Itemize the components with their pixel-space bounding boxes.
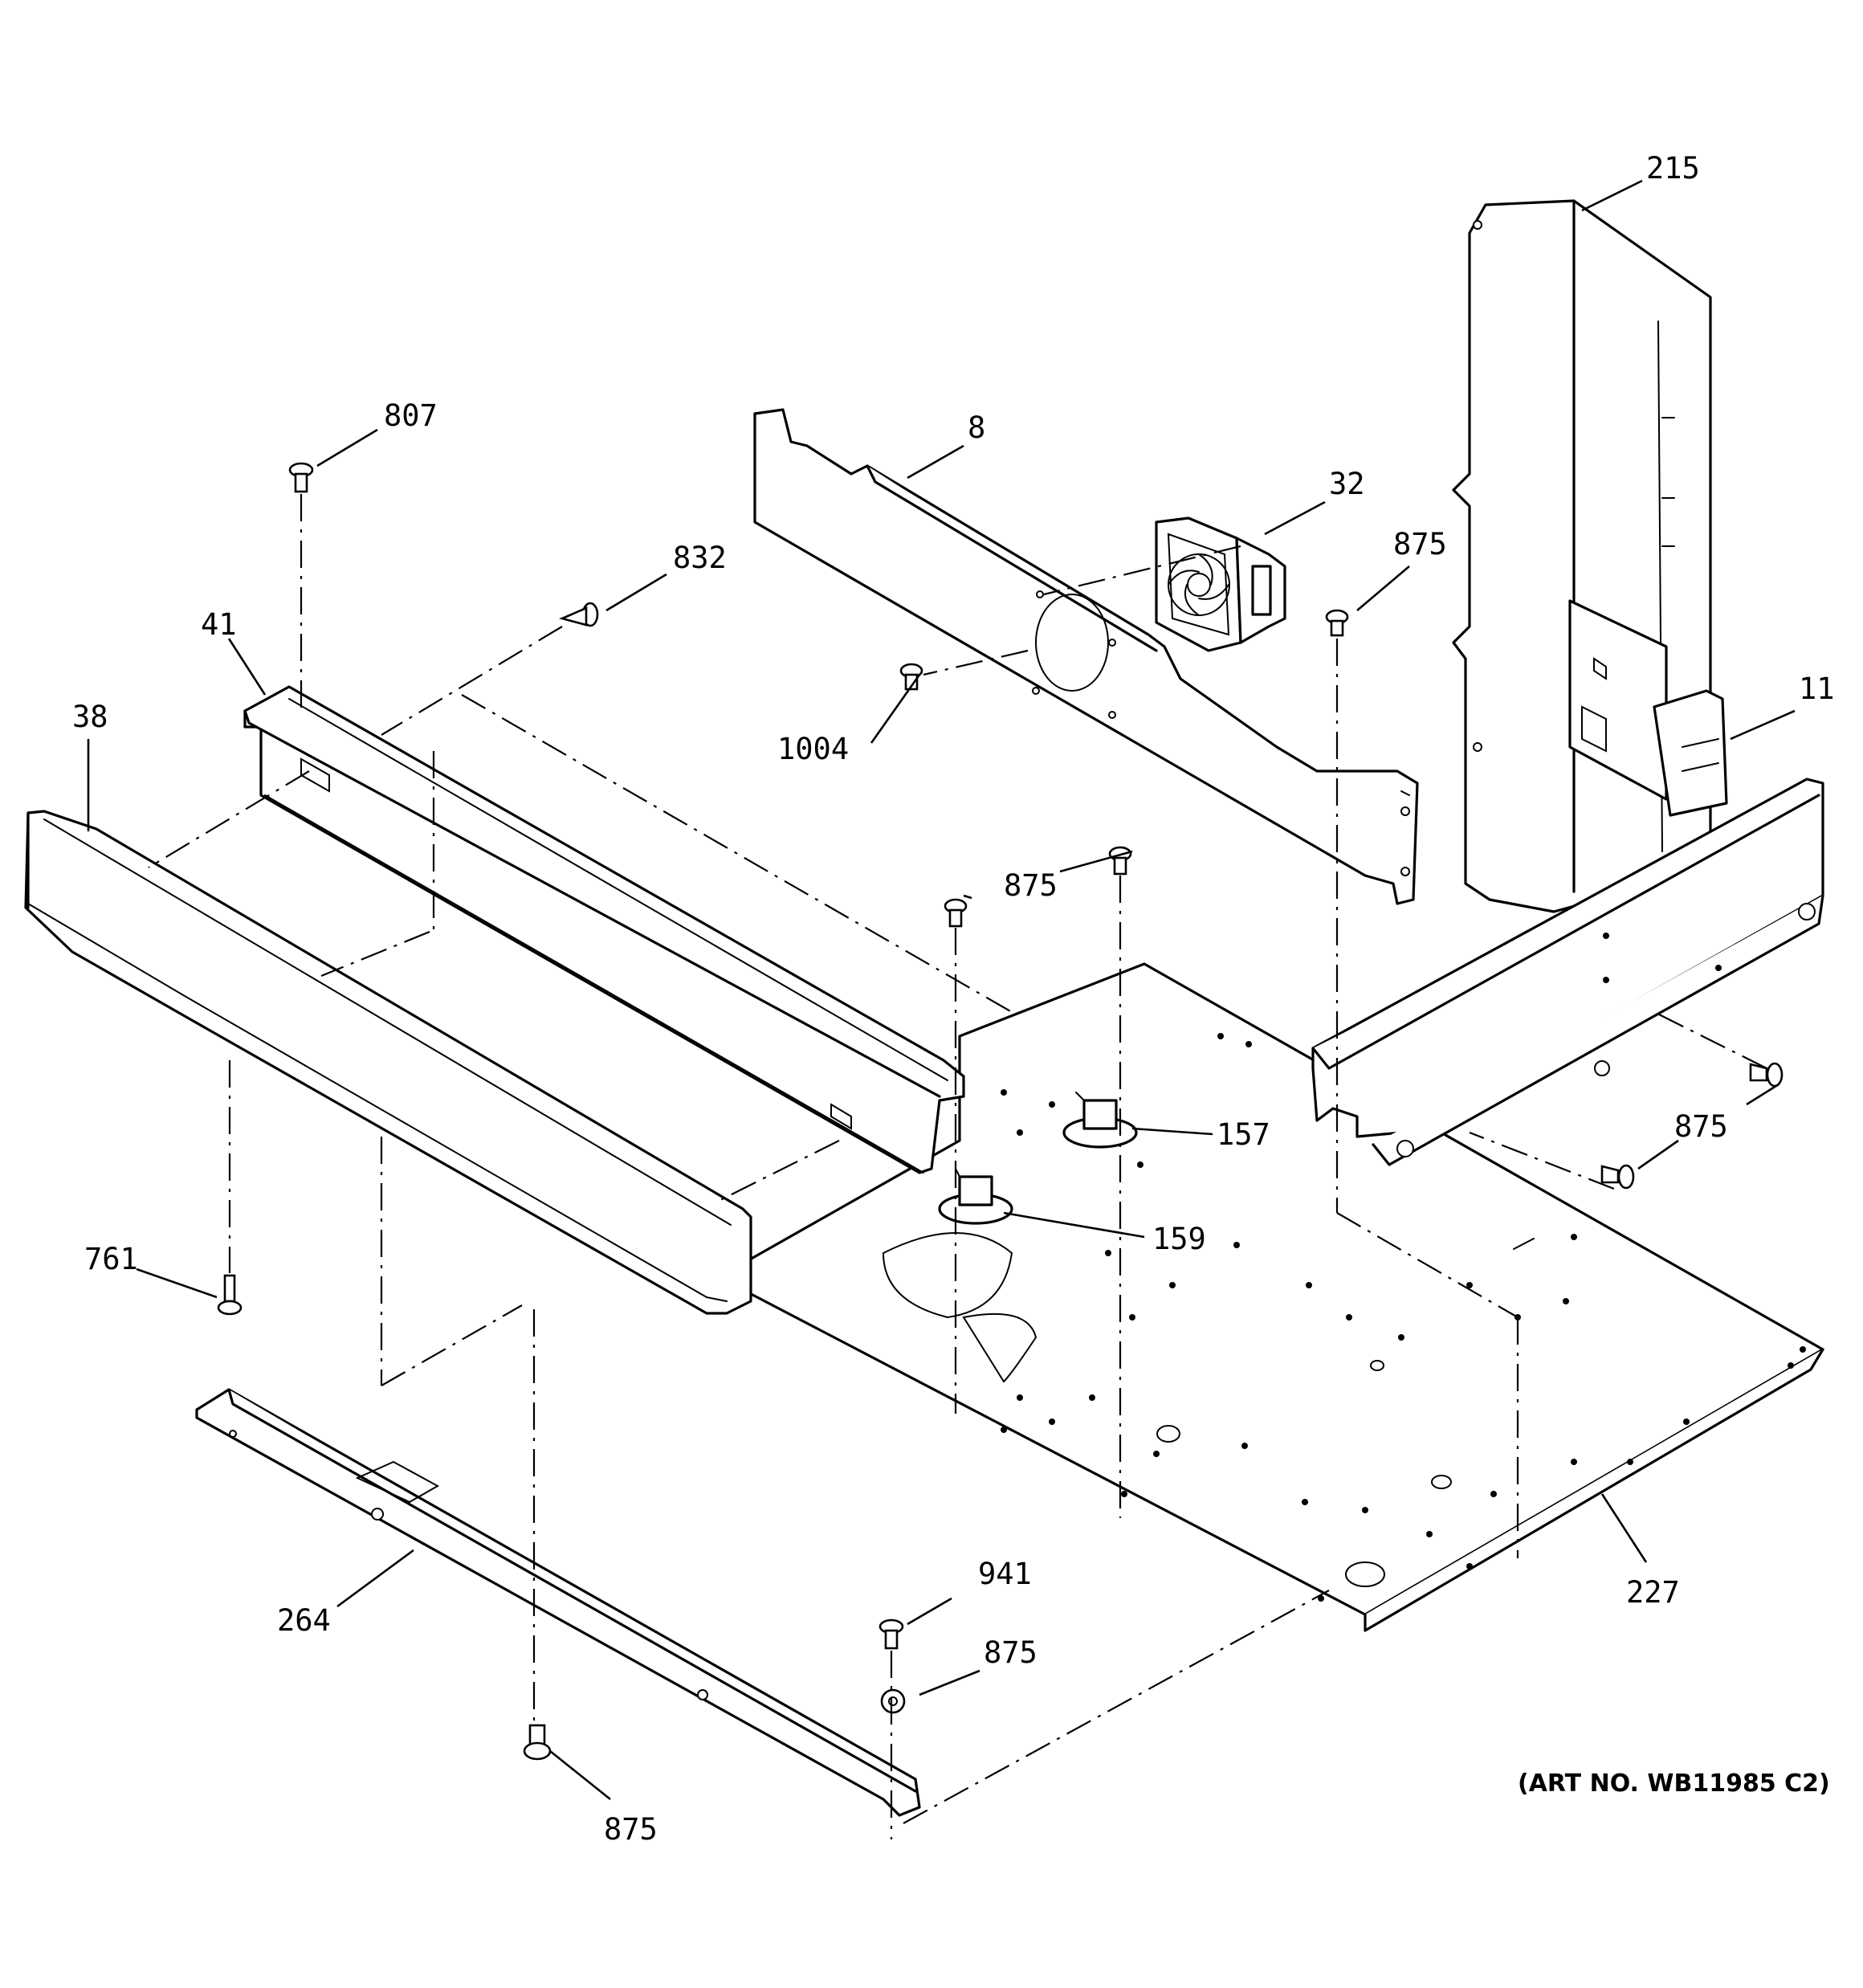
screw-832-icon xyxy=(559,602,599,627)
washer-875-icon xyxy=(880,1688,906,1714)
callout-875-mid: 875 xyxy=(1004,868,1058,903)
callout-875-right: 875 xyxy=(1674,1109,1728,1144)
part-41-front-bracket xyxy=(243,685,965,1174)
assembly-lines xyxy=(148,494,1767,1839)
part-159-thermostat xyxy=(938,1168,1013,1225)
screw-875d-icon xyxy=(1749,1062,1784,1088)
callouts: 215 807 8 32 875 832 41 38 1004 11 875 1… xyxy=(72,151,1835,1847)
callout-215: 215 xyxy=(1646,151,1700,186)
callout-38: 38 xyxy=(72,700,108,734)
callout-832: 832 xyxy=(673,541,727,575)
callout-941: 941 xyxy=(978,1557,1032,1591)
part-32-fan xyxy=(1155,516,1286,652)
callout-807: 807 xyxy=(384,398,438,433)
screw-941-icon xyxy=(879,1619,904,1650)
callout-875-top: 875 xyxy=(1393,527,1447,561)
callout-875-bottom: 875 xyxy=(604,1812,658,1847)
art-number: (ART NO. WB11985 C2) xyxy=(1518,1770,1830,1798)
callout-761: 761 xyxy=(84,1242,138,1276)
part-38-control-panel-trim xyxy=(24,810,752,1315)
callout-41: 41 xyxy=(201,607,237,642)
part-157-thermostat xyxy=(1062,1092,1138,1149)
part-227-bottom-panel xyxy=(717,962,1824,1632)
callout-1004: 1004 xyxy=(777,732,849,766)
screw-807-icon xyxy=(288,462,314,493)
callout-32: 32 xyxy=(1329,467,1365,501)
screw-875b-icon xyxy=(1108,846,1132,876)
callout-264: 264 xyxy=(277,1603,331,1638)
callout-159: 159 xyxy=(1152,1222,1206,1256)
screw-875a-icon xyxy=(1325,609,1349,637)
callout-157: 157 xyxy=(1217,1117,1270,1152)
fasteners xyxy=(217,462,1784,1761)
part-264-lower-trim xyxy=(195,1388,921,1817)
part-11-rear-bracket xyxy=(1311,689,1824,1166)
leader-lines xyxy=(87,179,1796,1801)
callout-8: 8 xyxy=(968,410,985,445)
callout-11: 11 xyxy=(1799,672,1835,706)
screw-875e-icon xyxy=(1600,1164,1635,1190)
screw-1004-icon xyxy=(899,663,923,691)
screw-875c-icon xyxy=(944,898,968,928)
callout-227: 227 xyxy=(1626,1575,1680,1610)
part-8-baffle xyxy=(753,408,1419,905)
screw-875-bottom-icon xyxy=(523,1724,552,1761)
screw-761-icon xyxy=(217,1274,243,1316)
callout-875-bottom-mid: 875 xyxy=(984,1635,1037,1670)
